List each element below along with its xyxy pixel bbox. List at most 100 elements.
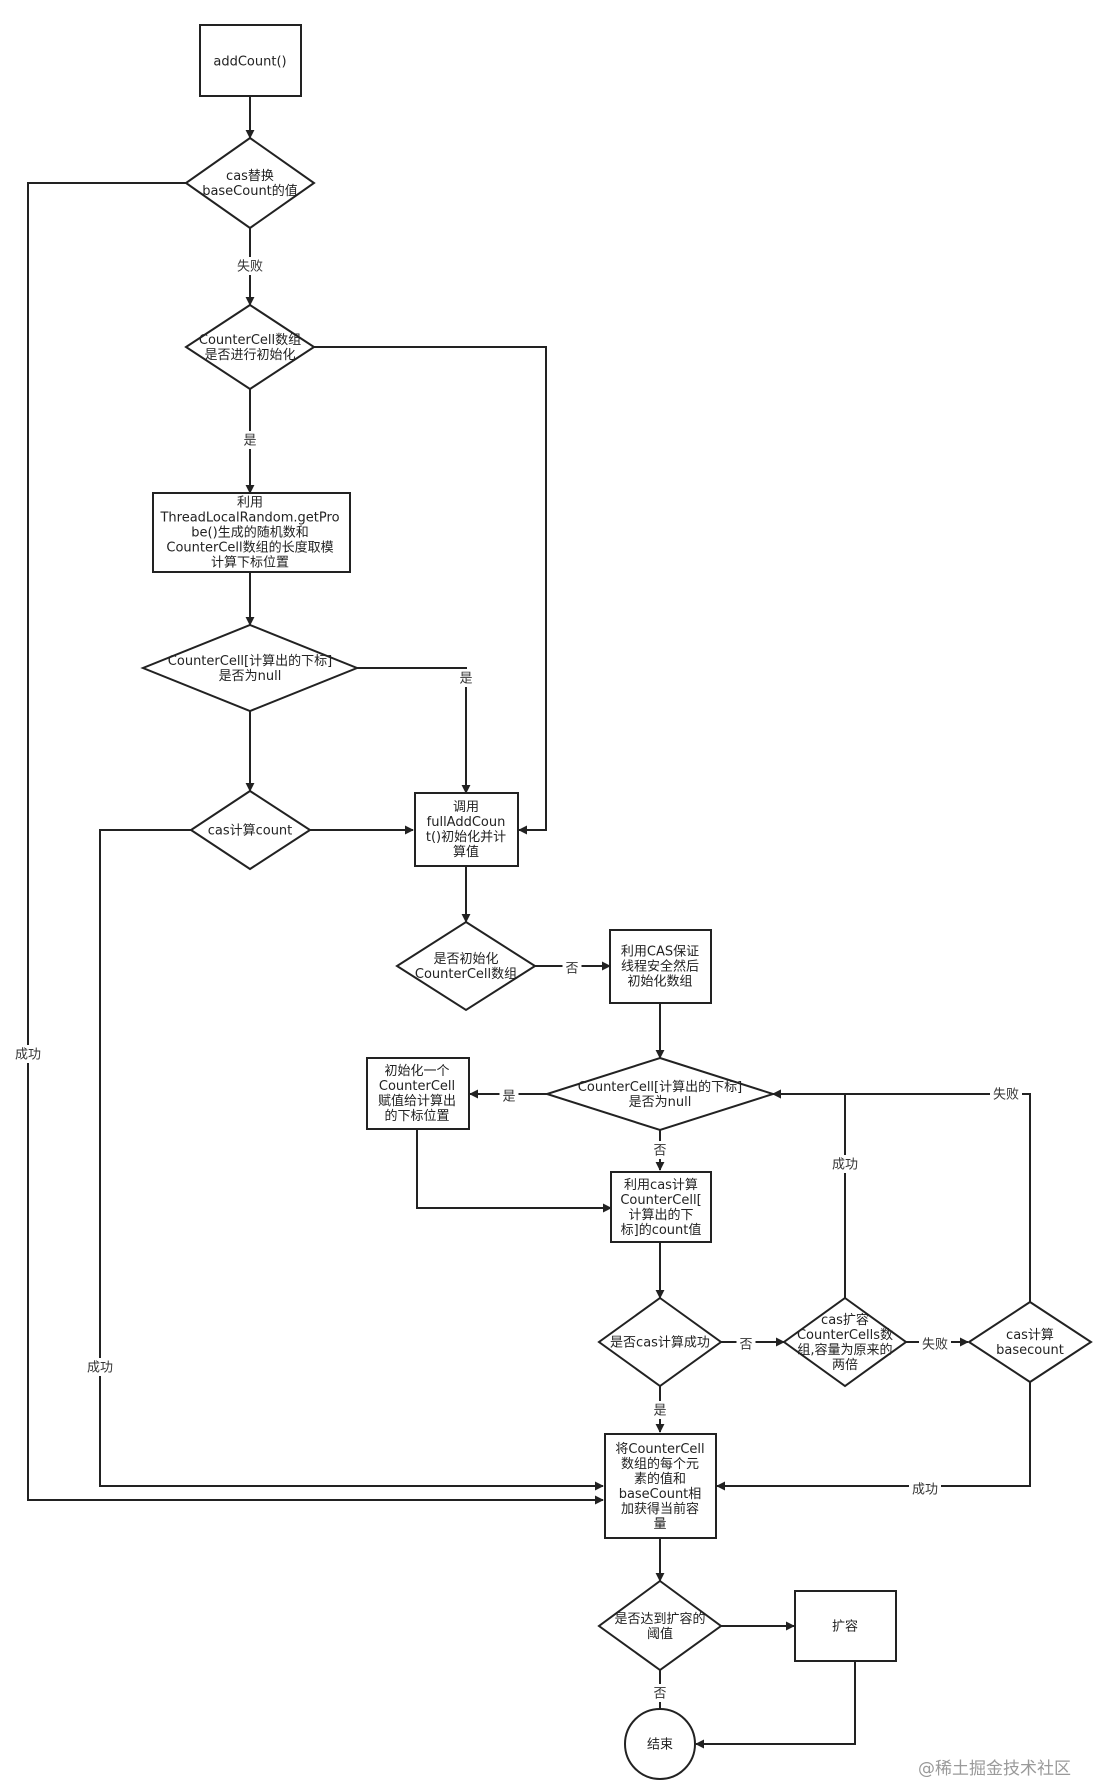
- label-yes-1: 是: [243, 434, 256, 449]
- node-shapes: [140, 24, 1093, 1780]
- label-fail-2-bg: [990, 1085, 1022, 1103]
- label-success-3: 成功: [832, 1158, 858, 1173]
- node-cas-cell-count-label-line: CounterCell[: [620, 1193, 701, 1208]
- decision-countercell-initialized-label-line: 是否进行初始化: [204, 348, 295, 363]
- decision-cas-count-label: cas计算count: [208, 824, 293, 839]
- decision-expand-countercells-label-line: cas扩容: [821, 1312, 869, 1328]
- node-sum-capacity-shape: [604, 1433, 717, 1539]
- label-fail-1: 失败: [237, 260, 263, 275]
- decision-cas-basecount-label-line: baseCount的值: [202, 183, 298, 199]
- node-sum-capacity-label-line: 加获得当前容: [621, 1501, 699, 1517]
- decision-expand-countercells-shape: [782, 1296, 908, 1388]
- node-sum-capacity-label-line: 将CounterCell: [615, 1442, 704, 1457]
- node-resize-label: 扩容: [832, 1619, 858, 1635]
- label-no-4-bg: [650, 1684, 670, 1702]
- label-no-3: 否: [739, 1338, 752, 1353]
- decision-countercell-initialized-shape: [184, 303, 316, 391]
- node-sum-capacity-label-line: baseCount相: [619, 1487, 702, 1502]
- node-end-shape: [624, 1708, 696, 1780]
- node-cas-init-array-shape: [609, 929, 712, 1004]
- decision-cas-success-shape: [597, 1296, 723, 1388]
- node-cas-cell-count-label-line: 标]的count值: [621, 1222, 702, 1238]
- label-yes-4: 是: [653, 1404, 666, 1419]
- label-fail-2: 失败: [993, 1088, 1019, 1103]
- node-sum-capacity-label-line: 素的值和: [634, 1471, 686, 1487]
- label-success-4-bg: [909, 1480, 941, 1498]
- decision-countercell-initialized-label: CounterCell数组是否进行初始化: [199, 333, 301, 363]
- label-success-2-bg: [84, 1358, 116, 1376]
- label-success-2: 成功: [87, 1361, 113, 1376]
- label-yes-2-bg: [456, 669, 476, 687]
- node-cas-init-array-label-line: 线程安全然后: [621, 959, 699, 975]
- decision-cas-count-label-line: cas计算count: [208, 824, 293, 839]
- node-probe-index-label-line: 计算下标位置: [211, 556, 289, 571]
- edge-cascount-success-to-sum: [99, 829, 604, 1491]
- node-addcount-shape: [199, 24, 302, 97]
- decision-cell-null-2-shape: [543, 1056, 777, 1132]
- decision-expand-countercells-label-line: 两倍: [832, 1358, 858, 1373]
- decision-cas-basecount-label-line: cas替换: [226, 169, 274, 184]
- decision-initialized-array-shape: [395, 920, 537, 1012]
- decision-cas-basecount-2-shape: [967, 1300, 1093, 1384]
- node-fulladdcount-label-line: 调用: [453, 800, 479, 815]
- decision-expand-countercells-label-line: 组,容量为原来的: [797, 1342, 892, 1358]
- node-init-countercell-label-line: 初始化一个: [384, 1064, 449, 1079]
- decision-cell-null-2-label-line: CounterCell[计算出的下标]: [578, 1079, 742, 1095]
- node-probe-index-label-line: be()生成的随机数和: [191, 525, 308, 541]
- decision-cell-null-1-label: CounterCell[计算出的下标]是否为null: [168, 653, 332, 684]
- node-end-label-line: 结束: [647, 1738, 673, 1753]
- decision-cas-basecount-2-label-line: cas计算: [1006, 1328, 1054, 1343]
- node-end-label: 结束: [647, 1738, 673, 1753]
- node-resize-label-line: 扩容: [832, 1619, 858, 1635]
- edge-casbasecount-success-to-sum: [716, 1382, 1031, 1491]
- label-yes-3-bg: [499, 1087, 519, 1105]
- node-fulladdcount-label-line: 算值: [453, 844, 479, 860]
- decision-expand-countercells-label-line: CounterCells数: [797, 1328, 893, 1343]
- node-resize-shape: [794, 1590, 897, 1662]
- node-cas-cell-count-shape: [610, 1171, 712, 1243]
- label-no-1: 否: [565, 962, 578, 977]
- label-success-3-bg: [829, 1155, 861, 1173]
- node-probe-index-label-line: ThreadLocalRandom.getPro: [159, 511, 339, 526]
- node-cas-cell-count-label-line: 利用cas计算: [624, 1178, 698, 1193]
- edge-resize-to-end: [695, 1661, 856, 1749]
- decision-threshold-label-line: 阈值: [647, 1626, 673, 1642]
- label-success-4: 成功: [912, 1483, 938, 1498]
- label-yes-1-bg: [240, 431, 260, 449]
- label-no-2: 否: [653, 1144, 666, 1159]
- edge-initcell-to-sum: [416, 1129, 612, 1213]
- node-init-countercell-label-line: 赋值给计算出: [378, 1093, 456, 1109]
- label-fail-3: 失败: [922, 1338, 948, 1353]
- node-cas-init-array-label-line: 初始化数组: [627, 975, 692, 990]
- node-fulladdcount-label-line: fullAddCoun: [427, 815, 506, 830]
- node-fulladdcount-label-line: t()初始化并计: [426, 830, 506, 845]
- decision-cell-null-1-shape: [140, 623, 360, 713]
- edge-labels: 失败成功是是成功否是否成功失败否失败是成功否: [12, 257, 1022, 1702]
- label-yes-2: 是: [459, 672, 472, 687]
- node-probe-index-label-line: 利用: [237, 496, 263, 511]
- decision-cell-null-1-label-line: CounterCell[计算出的下标]: [168, 653, 332, 669]
- node-fulladdcount-shape: [414, 792, 519, 867]
- decision-cas-count-shape: [189, 789, 312, 871]
- decision-cas-basecount-2-label-line: basecount: [996, 1343, 1064, 1358]
- node-probe-index-shape: [152, 492, 351, 573]
- label-success-left-bg: [12, 1045, 44, 1063]
- decision-cell-null-1-label-line: 是否为null: [219, 669, 282, 684]
- decision-threshold-shape: [597, 1579, 723, 1672]
- node-sum-capacity-label-line: 量: [653, 1517, 666, 1532]
- label-no-2-bg: [650, 1141, 670, 1159]
- label-yes-4-bg: [650, 1401, 670, 1419]
- edge-expand-success-to-cellnull2: [772, 1089, 846, 1298]
- label-fail-3-bg: [919, 1335, 951, 1353]
